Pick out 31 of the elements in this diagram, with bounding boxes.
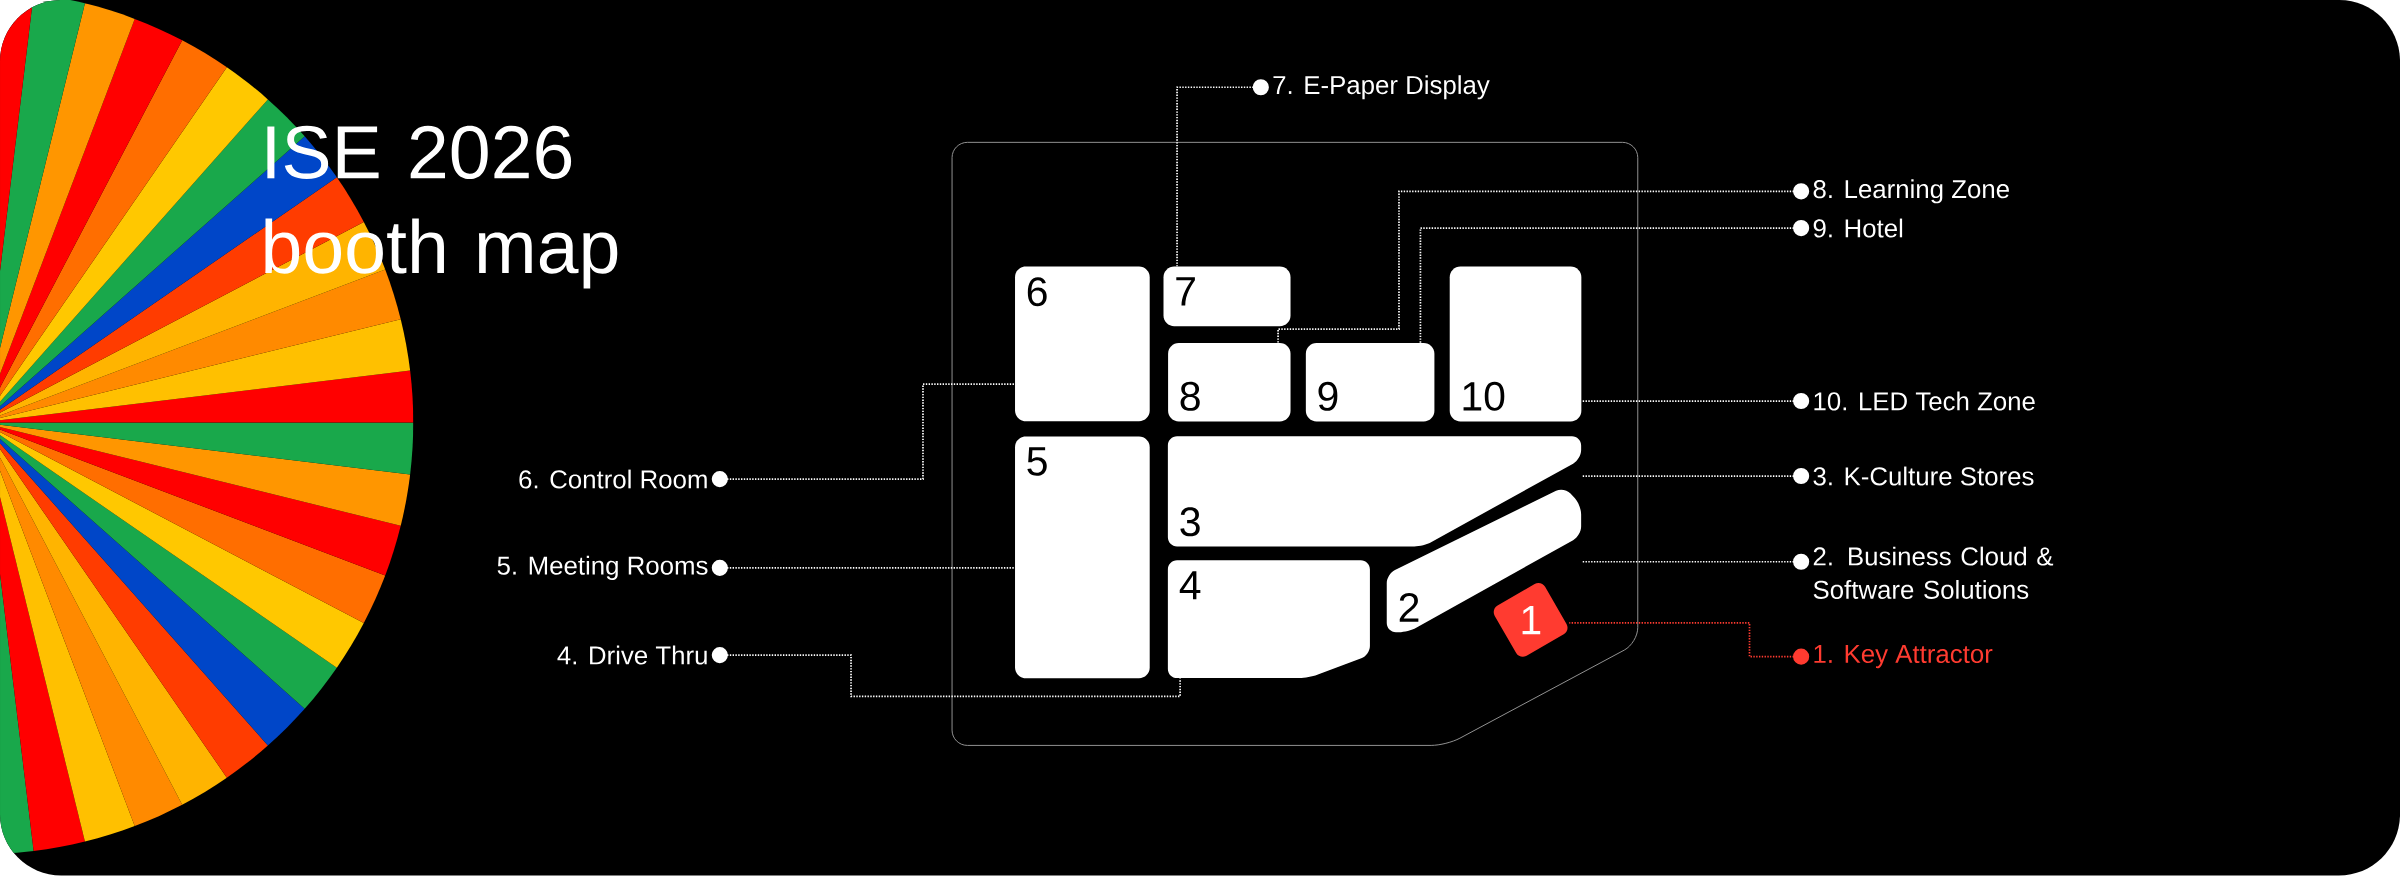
floor-outline	[951, 142, 1639, 747]
booth-zone: 7	[1163, 266, 1291, 327]
booth-zone: 1	[1493, 583, 1568, 658]
leader-line	[711, 647, 1181, 698]
booth-zone: 10	[1449, 266, 1582, 422]
booth-zone: 4	[1167, 560, 1370, 679]
zone-caption: 7. E-Paper Display	[1273, 75, 1490, 100]
leader-line	[1580, 553, 1810, 571]
booth-zone: 3	[1167, 436, 1582, 547]
leader-line	[711, 560, 1016, 577]
leader-line	[1580, 468, 1810, 485]
zone-caption: 9. Hotel	[1813, 218, 1903, 238]
booth-zone: 9	[1305, 343, 1435, 422]
leader-line	[1580, 393, 1810, 410]
zone-caption: 2. Business Cloud & Software Solutions	[1813, 546, 2054, 600]
zone-caption: 3. K-Culture Stores	[1813, 466, 2034, 486]
booth-zone: 6	[1015, 266, 1150, 422]
leader-line	[1568, 622, 1810, 665]
zone-caption: 1. Key Attractor	[1814, 645, 1993, 669]
leader-line	[1176, 79, 1269, 268]
booth-zone: 5	[1015, 436, 1150, 679]
node-label: 2	[1399, 593, 1419, 622]
zone-caption: 8. Learning Zone	[1813, 179, 2009, 204]
leader-line	[711, 383, 1016, 488]
zone-caption: 4. Drive Thru	[557, 645, 707, 665]
leader-line	[1277, 183, 1810, 344]
leader-line	[1419, 220, 1810, 344]
zone-caption: 10. LED Tech Zone	[1814, 391, 2035, 411]
booth-zone: 8	[1168, 343, 1291, 422]
zone-caption: 5. Meeting Rooms	[497, 556, 708, 581]
zone-caption: 6. Control Room	[519, 469, 707, 489]
